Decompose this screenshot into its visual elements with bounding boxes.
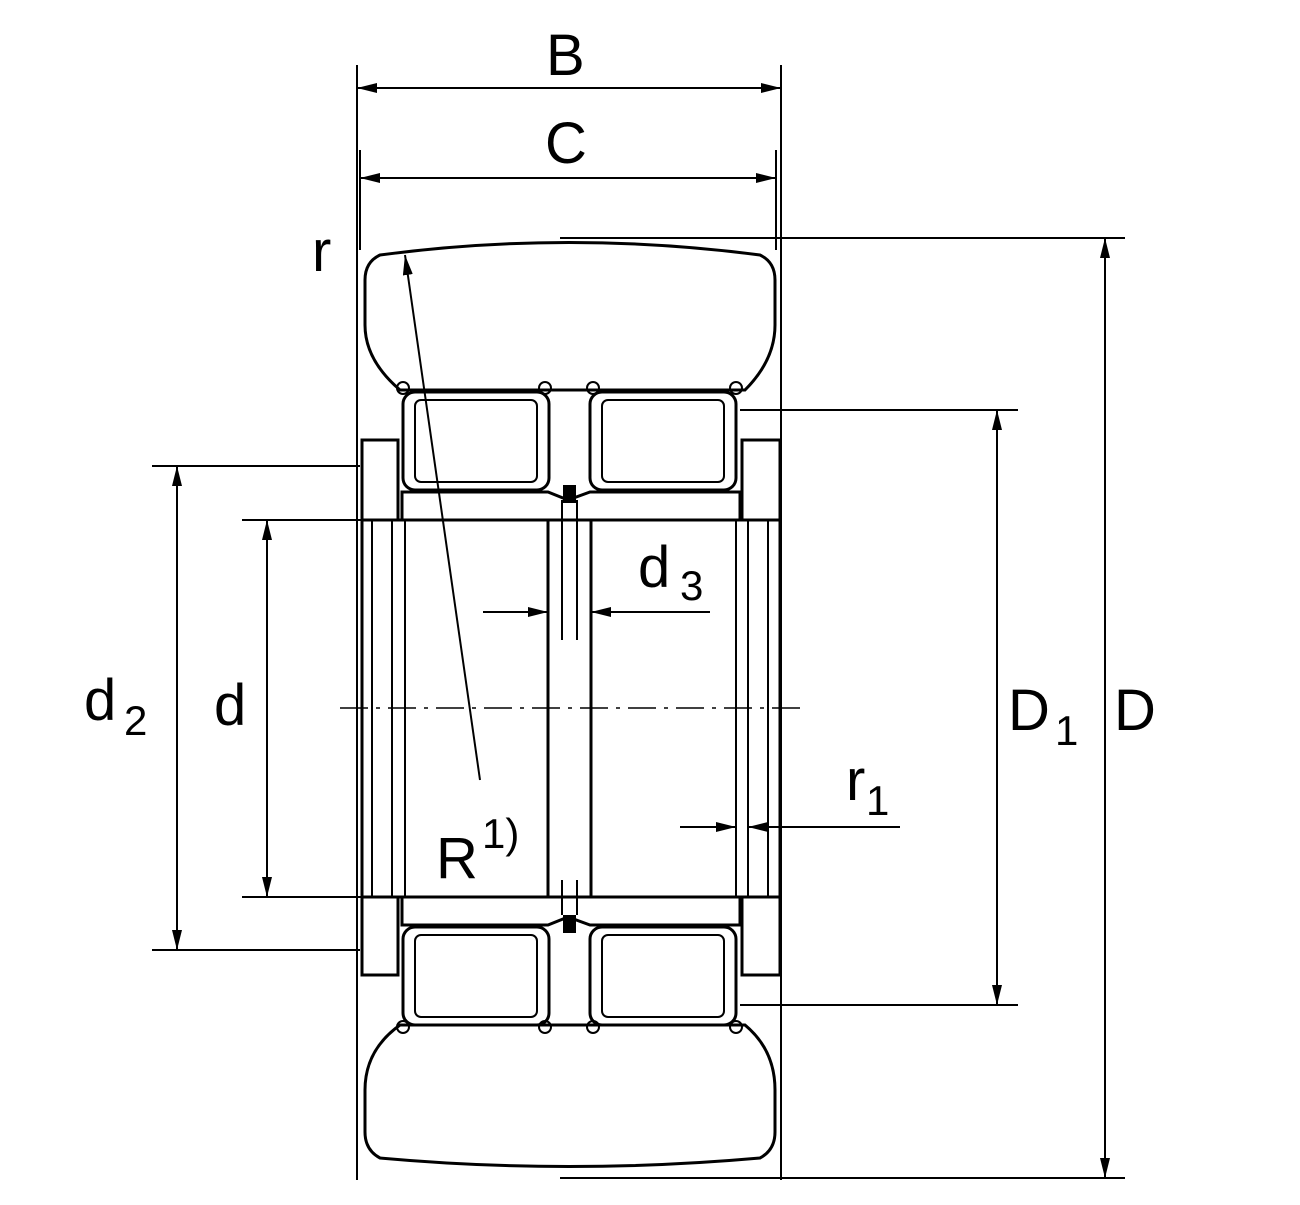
label-R: R (436, 826, 478, 891)
label-d2: d (84, 668, 116, 733)
label-D1: D (1008, 678, 1050, 743)
relief-circles (396, 381, 743, 1034)
dimension-labels: B C r d 2 d d 3 R 1) r 1 D 1 D (84, 23, 1156, 891)
label-d3: d (638, 535, 670, 600)
dimension-lines (172, 83, 1110, 1178)
extension-lines (152, 65, 1125, 1180)
label-r1-sub: 1 (866, 777, 889, 824)
label-d: d (214, 673, 246, 738)
dim-R (402, 254, 481, 781)
shaft-body (360, 485, 782, 933)
outer-ring-top (363, 241, 777, 392)
label-D1-sub: 1 (1055, 707, 1078, 754)
label-C: C (545, 111, 587, 176)
rollers (401, 390, 738, 1027)
label-D: D (1114, 678, 1156, 743)
label-r1: r (846, 748, 865, 813)
label-B: B (546, 23, 585, 88)
outer-ring-bottom (363, 1023, 777, 1168)
label-d3-sub: 3 (680, 562, 703, 609)
label-R-sup: 1) (482, 810, 519, 857)
label-r: r (312, 219, 331, 284)
label-d2-sub: 2 (124, 697, 147, 744)
